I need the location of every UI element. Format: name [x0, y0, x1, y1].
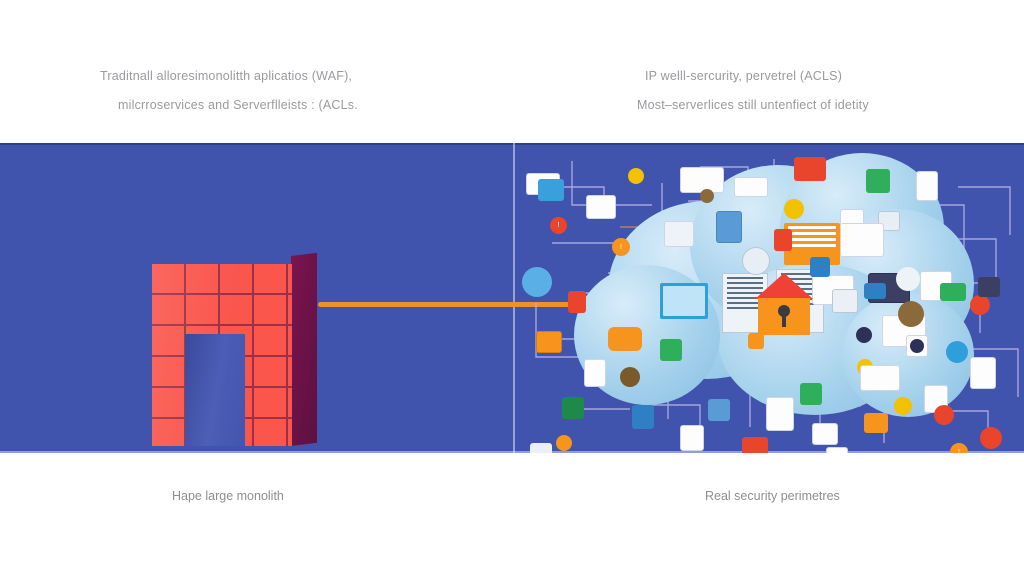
database-icon [632, 405, 654, 429]
lock-icon [774, 229, 792, 251]
caption-bottom-right: Real security perimetres [705, 489, 840, 503]
cloud-group: ! ! ! [512, 143, 1024, 453]
caption-top-left: Traditnall alloresimonolitth aplicatios … [100, 62, 358, 120]
gear-icon [910, 339, 924, 353]
camera-icon [832, 289, 858, 313]
doc-line [727, 287, 763, 289]
globe-icon [664, 221, 694, 247]
caption-top-right-line2: Most–serverlices still untenfiect of ide… [637, 98, 869, 112]
window-bar [788, 244, 836, 247]
doc-line [727, 297, 763, 299]
info-icon [556, 435, 572, 451]
star-icon [784, 199, 804, 219]
refresh-icon [742, 247, 770, 275]
tile-icon [530, 443, 552, 453]
alert-icon: ! [612, 238, 630, 256]
monitor-icon [660, 283, 708, 319]
alert-icon: ! [550, 217, 567, 234]
connector-line [318, 302, 606, 307]
card-icon [742, 437, 768, 453]
server-icon [716, 211, 742, 243]
monolith-side-face [291, 252, 317, 446]
document-icon [840, 223, 884, 257]
monolith-front-face [152, 264, 292, 446]
doc-line [727, 307, 763, 309]
window-bar [788, 226, 836, 229]
spreadsheet-icon [562, 397, 584, 419]
mail-icon [860, 365, 900, 391]
video-icon [864, 283, 886, 299]
user-icon [522, 267, 552, 297]
compass-icon [970, 295, 990, 315]
caption-top-left-line1: Traditnall alloresimonolitth aplicatios … [100, 69, 353, 83]
document-icon [538, 179, 564, 201]
chat-bubble-icon [608, 327, 642, 351]
key-icon [748, 333, 764, 349]
document-icon [584, 359, 606, 387]
window-icon [812, 423, 838, 445]
app-icon [810, 257, 830, 277]
marker-icon [700, 189, 714, 203]
house-roof [755, 273, 813, 299]
window-bar [788, 232, 836, 235]
lock-icon [568, 291, 586, 313]
qr-code-icon [826, 447, 848, 453]
doc-line [727, 282, 763, 284]
panel-divider [513, 143, 515, 453]
shield-icon [660, 339, 682, 361]
briefcase-icon [978, 277, 1000, 297]
doc-line [727, 292, 763, 294]
note-icon [734, 177, 768, 197]
monitor-screen [663, 286, 705, 316]
window-bar [788, 238, 836, 241]
folder-icon [864, 413, 888, 433]
monolith-arch-opening [185, 334, 245, 446]
note-icon [680, 425, 704, 451]
monolith-graphic [152, 252, 317, 446]
lock-house-icon [755, 273, 813, 335]
gear-icon [856, 327, 872, 343]
arrow-icon [896, 267, 920, 291]
tag-icon [800, 383, 822, 405]
cloud-icon [934, 405, 954, 425]
house-keyhole [778, 305, 790, 327]
globe-icon [946, 341, 968, 363]
card-icon [794, 157, 826, 181]
star-icon [894, 397, 912, 415]
gear-icon [620, 367, 640, 387]
folder-icon [536, 331, 562, 353]
stage-top-rule [0, 143, 1024, 145]
stage-bottom-rule [0, 451, 1024, 453]
document-icon [766, 397, 794, 431]
document-icon [970, 357, 996, 389]
calendar-icon [708, 399, 730, 421]
caption-top-right: IP welll-sercurity, pervetrel (ACLS) Mos… [637, 62, 869, 120]
alert-icon [628, 168, 644, 184]
caption-bottom-left: Hape large monolith [172, 489, 284, 503]
doc-line [727, 302, 763, 304]
badge-icon [898, 301, 924, 327]
caption-top-left-line2: milcrroservices and Serverflleists : (AC… [118, 98, 358, 112]
alert-icon: ! [950, 443, 968, 453]
diagram-stage: ! ! ! [0, 143, 1024, 453]
app-icon [866, 169, 890, 193]
record-icon [980, 427, 1002, 449]
battery-icon [916, 171, 938, 201]
doc-line [727, 277, 763, 279]
card-icon [940, 283, 966, 301]
note-icon [586, 195, 616, 219]
caption-top-right-line1: IP welll-sercurity, pervetrel (ACLS) [645, 69, 843, 83]
plane-icon [680, 167, 724, 193]
